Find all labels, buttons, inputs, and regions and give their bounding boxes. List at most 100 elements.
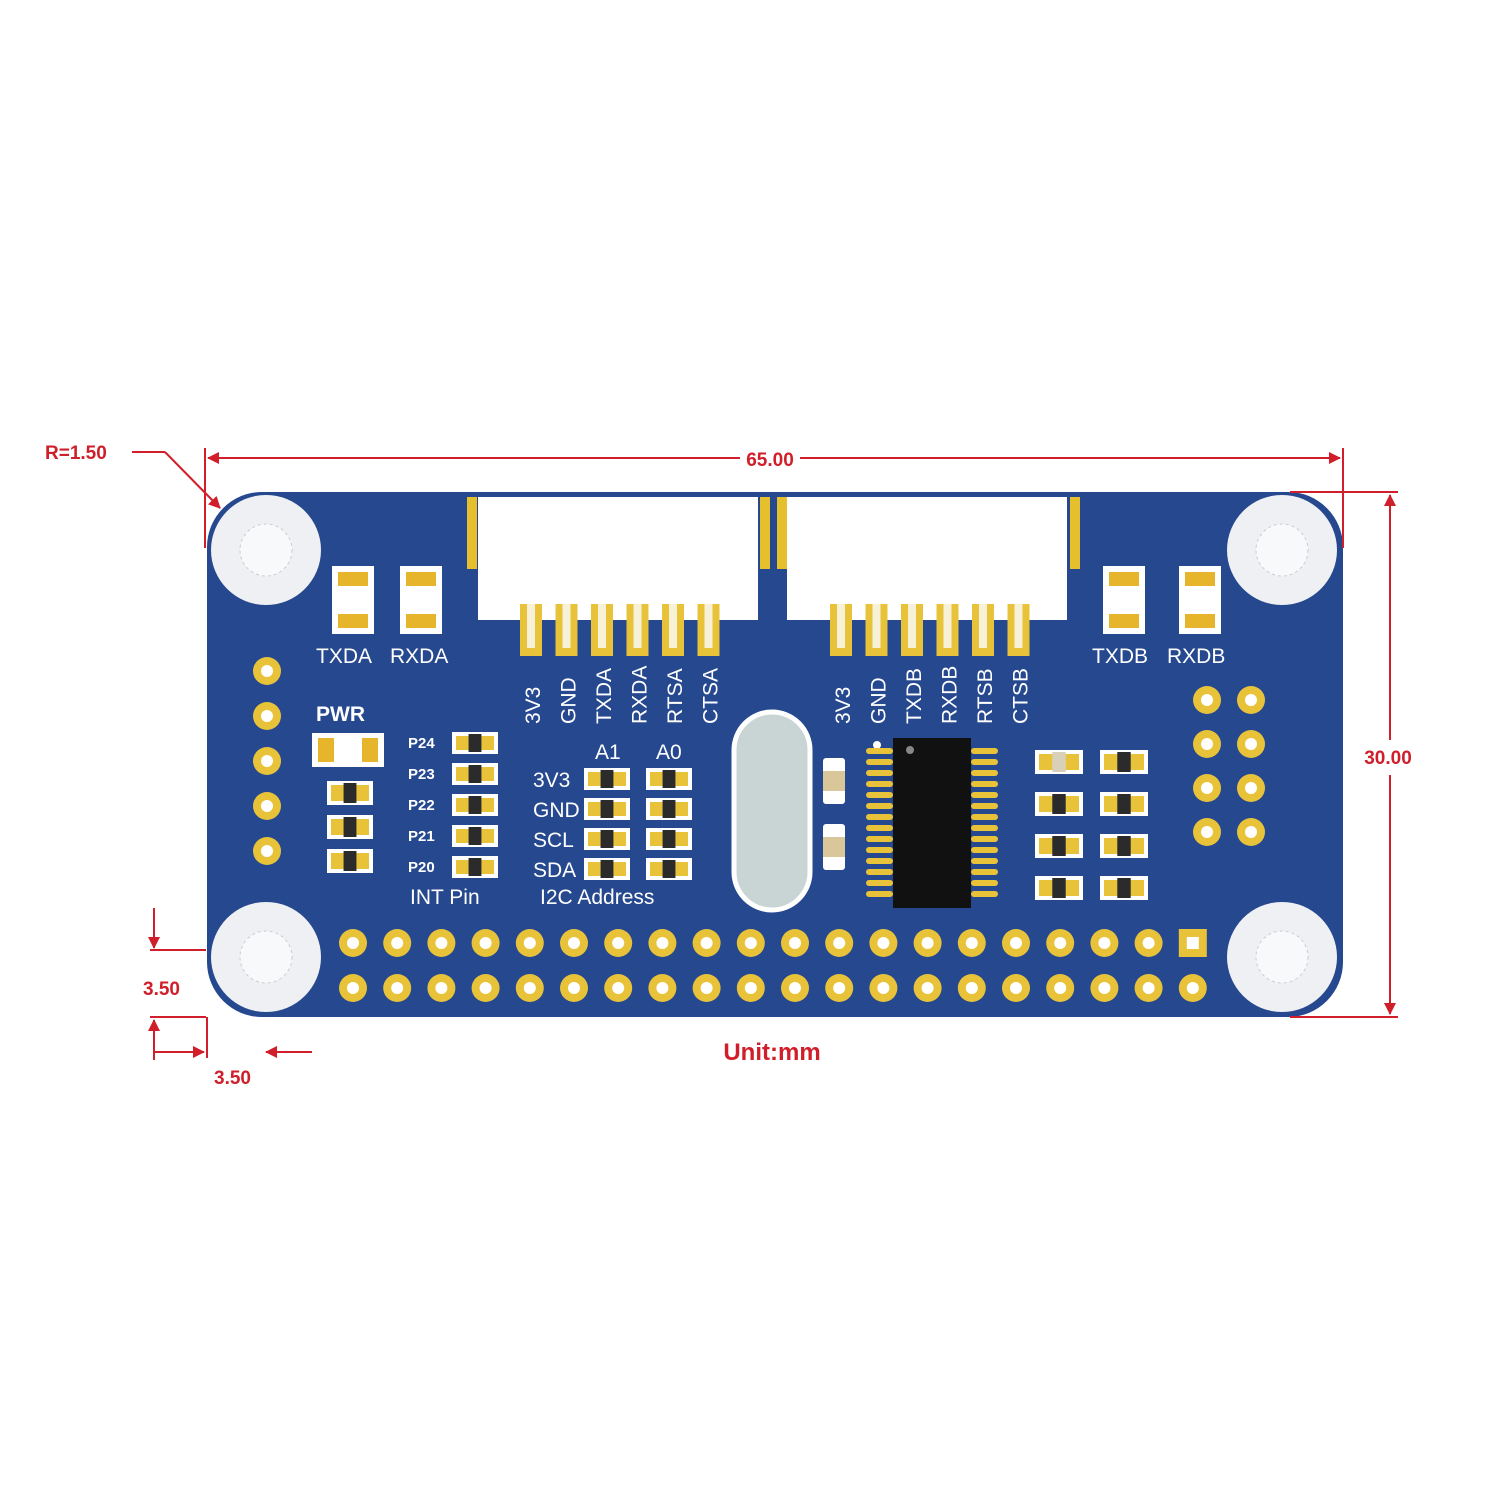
header-pin-hole [435,982,448,994]
resistor-body [1052,794,1066,814]
led-rxdb [1179,566,1221,634]
header-pin-hole [700,982,713,994]
resistor-pad [650,862,663,876]
resistor-pad [481,736,494,750]
resistor-body [468,827,482,845]
resistor-pad [331,785,344,801]
resistor-pad [456,736,469,750]
resistor-pad [1039,796,1053,812]
resistor-body [1117,752,1131,772]
resistor-pad [1039,880,1053,896]
header-pin-hole [965,982,978,994]
connector-pin-label: TXDA [593,668,616,724]
connector-pin-label: RTSA [664,668,687,724]
resistor-array [327,732,1148,900]
side-pin-hole [1245,826,1257,838]
header-pin-hole [391,982,404,994]
connector-pin-inner [872,604,881,648]
resistor-pad [481,860,494,874]
resistor-pad [1130,754,1144,770]
chip-leg [866,825,893,831]
dimension-hole-offset-horizontal-label: 3.50 [214,1068,251,1089]
chip-leg [971,759,998,765]
header-pin-hole [833,982,846,994]
header-pin-hole [479,982,492,994]
led-rxda [400,566,442,634]
resistor-body [662,830,676,848]
connector-pin-inner [598,604,606,648]
resistor-pad [613,832,626,846]
label-rxdb: RXDB [1167,645,1225,668]
dimension-height [1290,491,1398,1018]
left-pin-column [253,657,281,865]
resistor-pad [481,798,494,812]
side-pin-hole [1201,738,1213,750]
label-i2c-address: I2C Address [540,886,654,909]
connector-pin-inner [1014,604,1023,648]
resistor-pad [1039,838,1053,854]
dimension-width [204,448,1344,548]
resistor-pad [356,819,369,835]
resistor-body [600,770,614,788]
resistor-pad [613,862,626,876]
dimension-radius [132,451,221,509]
header-pin-hole [435,937,448,949]
right-pin-grid [1193,686,1265,846]
header-pin-hole [347,937,359,949]
resistor-body [662,770,676,788]
resistor-body [1117,794,1131,814]
led-pwr [312,733,384,767]
dimension-hole-offset-vertical-label: 3.50 [143,979,180,1000]
connector-pin-inner [704,604,713,648]
header-pin-hole [1098,982,1111,994]
resistor-pad [481,767,494,781]
connector-pin-inner [633,604,642,648]
side-pin-hole [1201,694,1213,706]
label-txda: TXDA [316,645,372,668]
header-pin-hole [1142,937,1155,949]
header-pin-hole [744,982,757,994]
side-pin-hole [261,755,273,767]
label-int-pin: INT Pin [410,886,480,909]
i2c-row-label: SDA [533,859,576,882]
chip-leg [971,803,998,809]
resistor-pad [456,798,469,812]
resistor-pad [588,802,601,816]
resistor-body [1052,878,1066,898]
connector-pin-inner [527,604,535,648]
side-pin-hole [1245,738,1257,750]
header-pin-hole [656,982,669,994]
resistor-body [1117,878,1131,898]
resistor-pad [456,860,469,874]
connector-b [777,497,1080,620]
resistor-body [600,830,614,848]
chip-leg [971,891,998,897]
connector-pin-inner [979,604,987,648]
chip-leg [971,748,998,754]
chip-legs-left [866,748,893,897]
int-pin-label: P21 [408,828,435,845]
resistor-pad [613,772,626,786]
resistor-pad [456,767,469,781]
header-pin-hole [833,937,846,949]
connector-pin-label: 3V3 [832,687,855,724]
chip-leg [866,858,893,864]
chip-leg [971,770,998,776]
unit-label: Unit:mm [723,1039,820,1066]
chip-leg [866,759,893,765]
header-pin-hole [568,982,580,994]
connector-pin-label: CTSB [1010,668,1033,724]
header-pin-hole [656,937,669,949]
chip-leg [866,792,893,798]
resistor-pad [675,772,688,786]
resistor-body [468,765,482,783]
header-pin-hole [479,937,492,949]
resistor-body [662,860,676,878]
header-pin-hole [789,937,801,949]
header-pin-hole [347,982,359,994]
resistor-pad [675,832,688,846]
resistor-pad [356,853,369,869]
side-pin-hole [261,845,273,857]
resistor-pad [675,862,688,876]
